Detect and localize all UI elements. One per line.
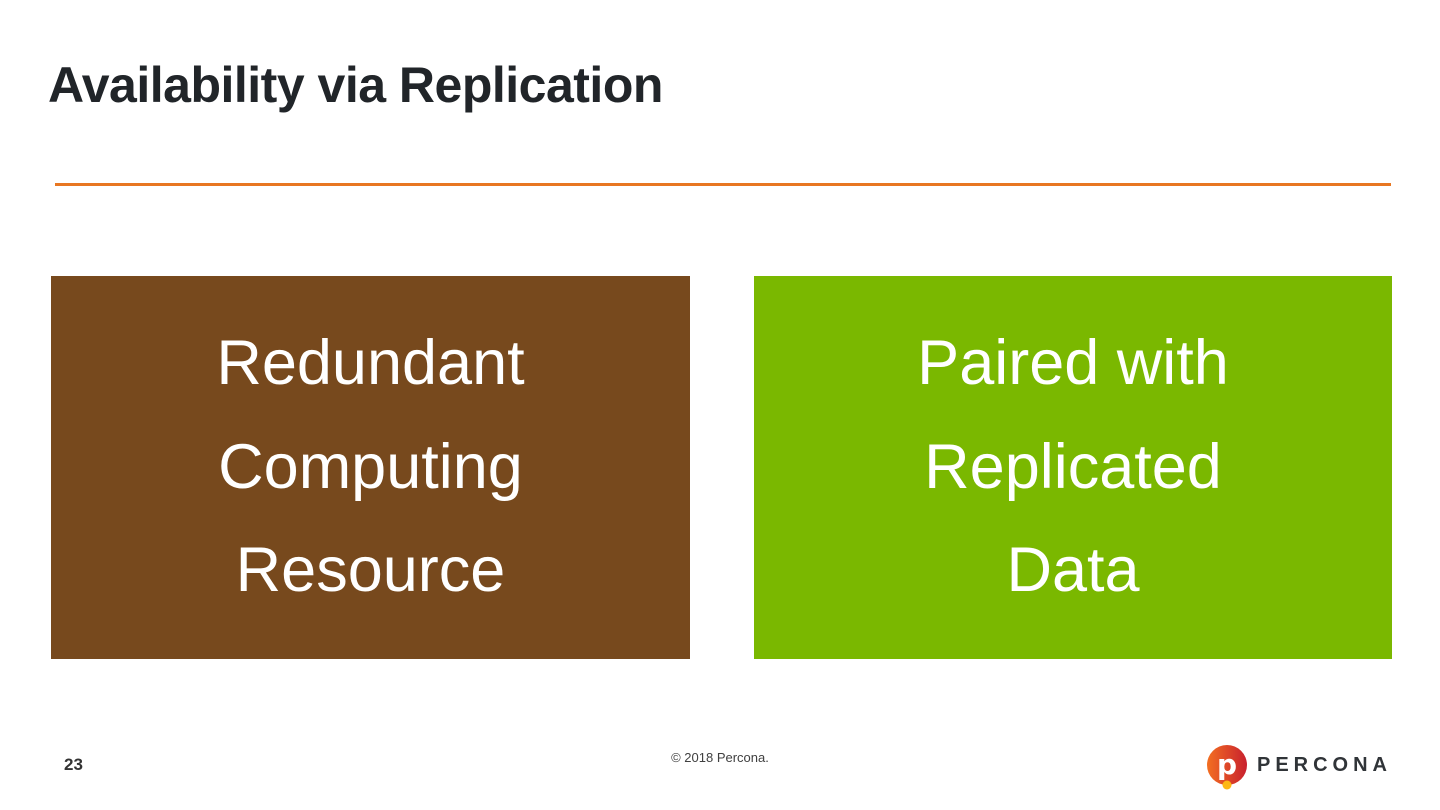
svg-text:p: p xyxy=(1217,748,1237,781)
box-replicated-data-text: Paired with Replicated Data xyxy=(917,327,1229,606)
box-redundant-computing-text: Redundant Computing Resource xyxy=(216,327,525,606)
accent-divider xyxy=(55,183,1391,186)
copyright-text: © 2018 Percona. xyxy=(671,750,769,765)
percona-logo: p PERCONA xyxy=(1206,745,1392,790)
content-boxes: Redundant Computing Resource Paired with… xyxy=(0,276,1440,659)
percona-logo-icon: p xyxy=(1206,745,1247,790)
box-replicated-data: Paired with Replicated Data xyxy=(754,276,1392,659)
box-redundant-computing: Redundant Computing Resource xyxy=(51,276,690,659)
percona-logo-text: PERCONA xyxy=(1256,754,1392,776)
slide-title: Availability via Replication xyxy=(48,57,663,113)
page-number: 23 xyxy=(64,755,83,774)
